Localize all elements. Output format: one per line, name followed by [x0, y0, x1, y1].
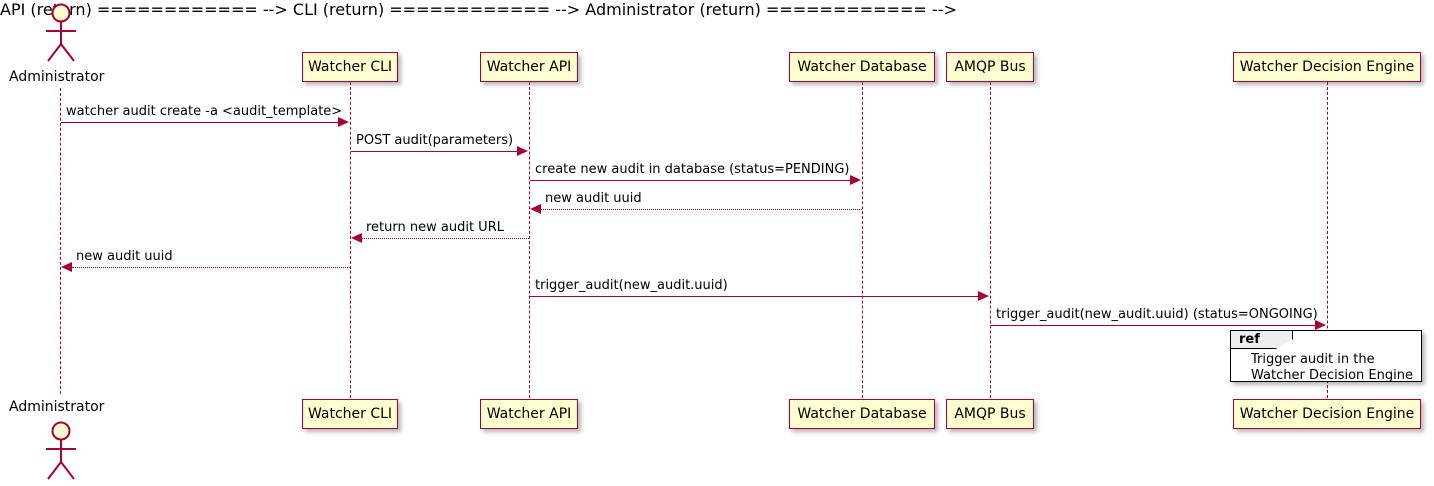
participant-label: AMQP Bus	[954, 406, 1026, 422]
participant-label: Watcher Database	[797, 406, 927, 422]
lifeline-watcher-decision-engine	[1327, 82, 1328, 398]
lifeline-watcher-api	[529, 82, 530, 398]
message-line-4	[541, 209, 862, 210]
participant-watcher-api-bottom[interactable]: Watcher API	[480, 399, 578, 429]
message-line-5	[362, 238, 529, 239]
message-label-1: watcher audit create -a <audit_template>	[66, 104, 343, 119]
message-line-6	[72, 267, 350, 268]
message-arrowhead-2	[517, 146, 528, 156]
participant-label: Watcher Decision Engine	[1239, 406, 1415, 422]
participant-watcher-cli-bottom[interactable]: Watcher CLI	[302, 399, 398, 429]
message-arrowhead-3	[850, 175, 861, 185]
participant-label: Watcher Decision Engine	[1239, 59, 1415, 75]
ref-fragment-tab: ref	[1231, 331, 1293, 349]
participant-amqp-bus-bottom[interactable]: AMQP Bus	[946, 399, 1034, 429]
message-line-7	[530, 296, 979, 297]
ref-fragment-line-1: Trigger audit in the	[1251, 352, 1375, 367]
participant-label: Watcher CLI	[307, 59, 393, 75]
message-arrowhead-6	[61, 262, 72, 272]
participant-watcher-decision-engine-bottom[interactable]: Watcher Decision Engine	[1233, 399, 1421, 429]
message-arrowhead-7	[978, 291, 989, 301]
message-arrowhead-5	[351, 233, 362, 243]
message-arrowhead-4	[530, 204, 541, 214]
message-arrowhead-8	[1315, 320, 1326, 330]
actor-figure-icon	[46, 421, 76, 480]
lifeline-amqp-bus	[990, 82, 991, 398]
message-arrowhead-1	[338, 117, 349, 127]
actor-label-administrator-bottom: Administrator	[9, 399, 105, 415]
participant-label: AMQP Bus	[954, 59, 1026, 75]
participant-watcher-api-top[interactable]: Watcher API	[480, 52, 578, 82]
message-label-3: create new audit in database (status=PEN…	[535, 162, 850, 177]
ref-fragment-tab-label: ref	[1239, 332, 1260, 347]
participant-watcher-database-top[interactable]: Watcher Database	[789, 52, 935, 82]
participant-watcher-decision-engine-top[interactable]: Watcher Decision Engine	[1233, 52, 1421, 82]
participant-watcher-cli-top[interactable]: Watcher CLI	[302, 52, 398, 82]
actor-figure-icon	[46, 3, 76, 62]
participant-label: Watcher API	[486, 406, 572, 422]
message-label-5: return new audit URL	[366, 220, 504, 235]
ref-fragment-line-2: Watcher Decision Engine	[1251, 368, 1413, 383]
message-line-2	[351, 151, 518, 152]
actor-administrator-bottom	[38, 420, 84, 486]
actor-label-administrator-top: Administrator	[9, 69, 105, 85]
ref-fragment: ref Trigger audit in the Watcher Decisio…	[1230, 330, 1422, 383]
message-label-7: trigger_audit(new_audit.uuid)	[535, 278, 728, 293]
participant-label: Watcher API	[486, 59, 572, 75]
participant-label: Watcher CLI	[307, 406, 393, 422]
message-label-6: new audit uuid	[76, 249, 173, 264]
lifeline-watcher-database	[862, 82, 863, 398]
message-line-1	[61, 122, 339, 123]
lifeline-administrator	[60, 88, 61, 394]
lifeline-watcher-cli	[350, 82, 351, 398]
message-line-8	[991, 325, 1316, 326]
actor-administrator-top	[38, 2, 84, 68]
message-label-2: POST audit(parameters)	[356, 133, 514, 148]
message-label-4: new audit uuid	[545, 191, 642, 206]
participant-watcher-database-bottom[interactable]: Watcher Database	[789, 399, 935, 429]
participant-amqp-bus-top[interactable]: AMQP Bus	[946, 52, 1034, 82]
participant-label: Watcher Database	[797, 59, 927, 75]
message-label-8: trigger_audit(new_audit.uuid) (status=ON…	[996, 307, 1318, 322]
message-line-3	[530, 180, 851, 181]
